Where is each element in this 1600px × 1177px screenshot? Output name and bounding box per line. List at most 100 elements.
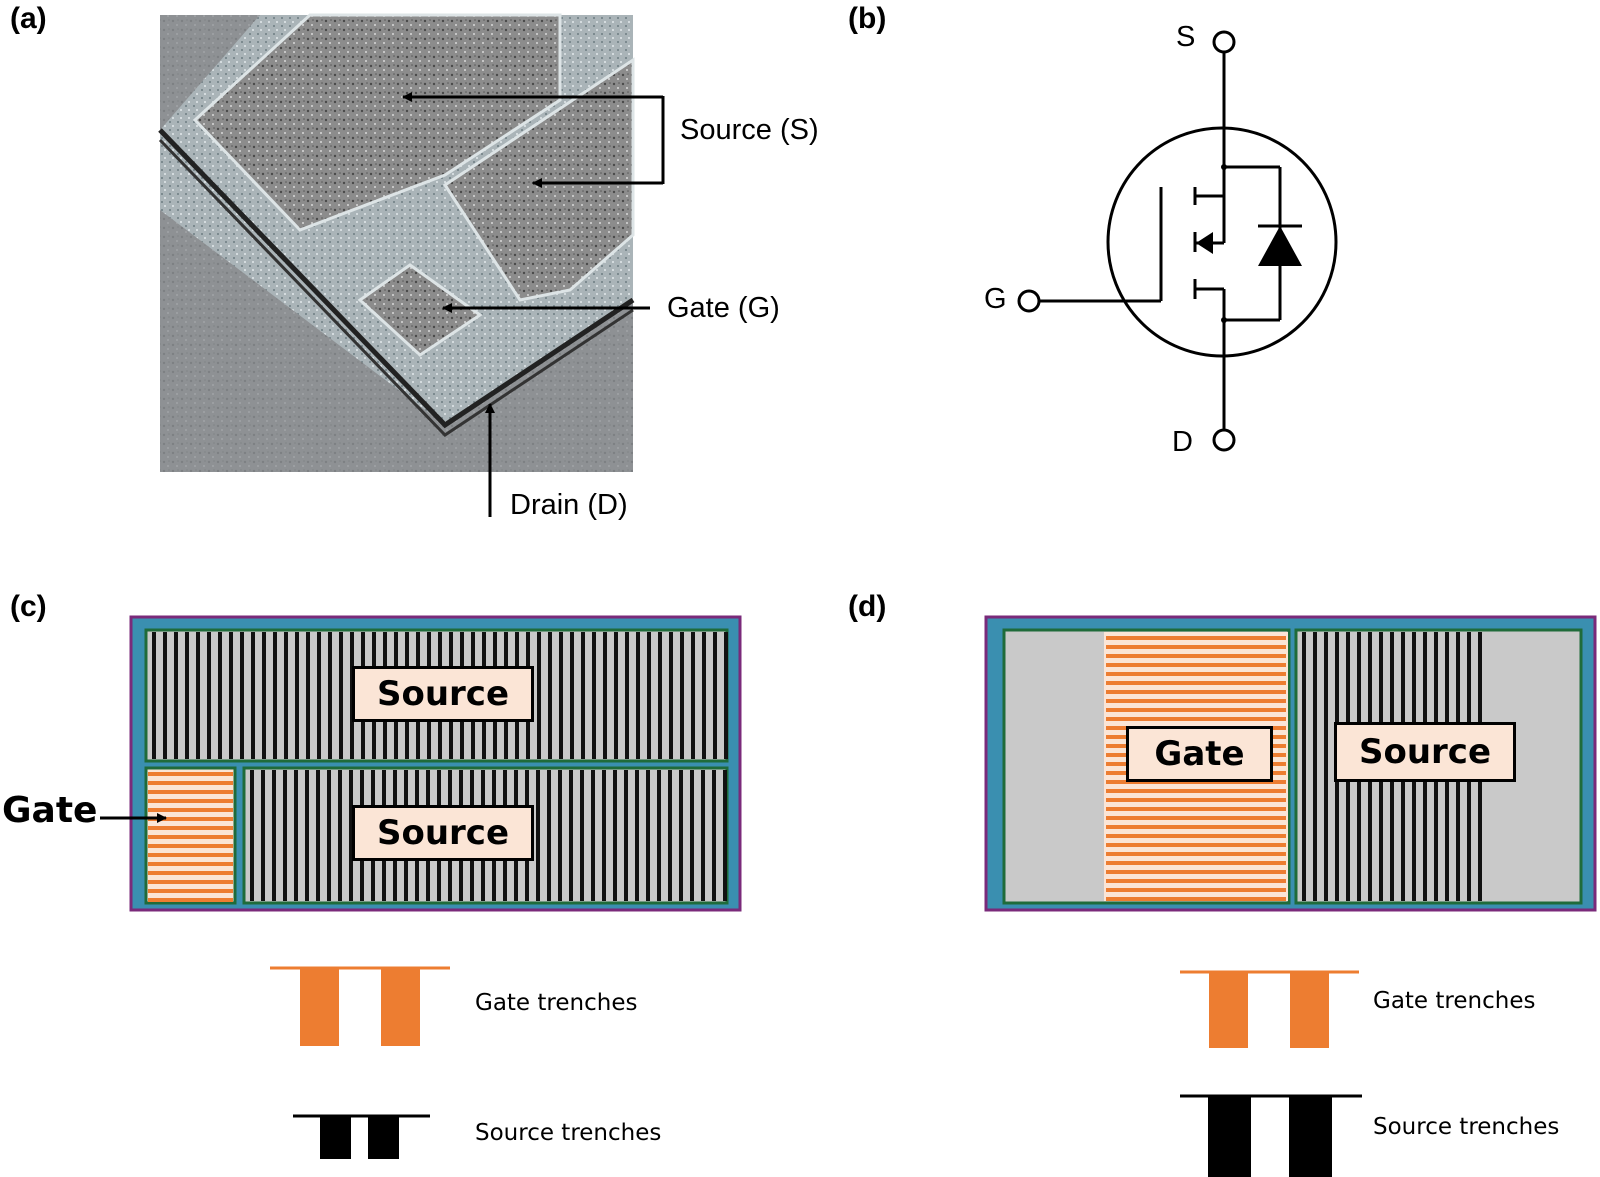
schematic-g-label: G	[984, 283, 1007, 315]
source-trench	[724, 632, 728, 759]
source-trench	[536, 770, 540, 901]
gate-trench	[148, 772, 233, 776]
gate-trench	[1106, 663, 1286, 667]
source-trench	[317, 632, 321, 759]
source-trench	[647, 632, 651, 759]
source-trench	[250, 770, 254, 901]
gate-trench	[1106, 690, 1286, 694]
gate-region	[144, 766, 237, 905]
panel-label-a: (a)	[10, 2, 47, 35]
source-trench	[261, 770, 265, 901]
source-trench	[723, 770, 727, 901]
source-trench	[614, 632, 618, 759]
source-region-top	[144, 628, 729, 763]
legend-c-gate-trenches: Gate trenches	[475, 990, 638, 1016]
source-trench	[625, 632, 629, 759]
schematic-d-label: D	[1172, 426, 1193, 458]
gate-trench	[148, 889, 233, 893]
source-terminal	[1212, 30, 1236, 54]
source-trench	[613, 770, 617, 901]
device-photo	[158, 13, 635, 472]
source-trench	[196, 632, 200, 759]
source-trench	[327, 770, 331, 901]
source-trench	[295, 632, 299, 759]
gate-label: Gate	[1126, 726, 1273, 782]
legend-d-source-trench-icon	[1180, 1094, 1362, 1177]
gate-trench	[1106, 888, 1286, 892]
source-trench	[558, 770, 562, 901]
source-trench	[1313, 632, 1317, 901]
legend-d-gate-trenches: Gate trenches	[1373, 988, 1536, 1014]
legend-c-gate-trench-icon	[270, 966, 450, 1046]
gate-trench	[1106, 780, 1286, 784]
gate-trench	[148, 835, 233, 839]
gate-terminal	[1017, 289, 1041, 313]
source-trench	[646, 770, 650, 901]
source-trench	[284, 632, 288, 759]
panel-label-d: (d)	[848, 590, 887, 623]
source-trench	[570, 632, 574, 759]
gate-trench	[1106, 789, 1286, 793]
source-trench	[305, 770, 309, 901]
source-trench	[152, 632, 156, 759]
drain-terminal	[1212, 428, 1236, 452]
source-trench	[658, 632, 662, 759]
source-trench	[559, 632, 563, 759]
gate-trench	[148, 799, 233, 803]
source-trench	[635, 770, 639, 901]
gate-trench	[1106, 834, 1286, 838]
gate-trench	[1106, 699, 1286, 703]
source-trench	[580, 770, 584, 901]
gate-trench	[1106, 870, 1286, 874]
gate-trench	[148, 781, 233, 785]
gate-trench	[148, 790, 233, 794]
source-trench	[548, 632, 552, 759]
gate-trench	[1106, 654, 1286, 658]
gate-trench	[148, 844, 233, 848]
gate-trench	[1106, 798, 1286, 802]
source-trench	[701, 770, 705, 901]
gate-trench	[1106, 636, 1286, 640]
source-callout	[402, 92, 665, 188]
source-trench	[679, 770, 683, 901]
source-top-label: Source	[352, 666, 534, 722]
source-trench	[294, 770, 298, 901]
drain-annotation: Drain (D)	[510, 489, 628, 521]
source-bottom-label: Source	[352, 805, 534, 861]
mosfet-symbol	[1017, 30, 1338, 452]
gate-trench	[1106, 843, 1286, 847]
source-trench	[229, 632, 233, 759]
gate-trench	[1106, 708, 1286, 712]
legend-d-gate-trench-icon	[1180, 970, 1359, 1048]
source-trench	[316, 770, 320, 901]
panel-label-c: (c)	[10, 590, 47, 623]
source-trench	[1324, 632, 1328, 901]
gate-trench	[1106, 672, 1286, 676]
source-trench	[547, 770, 551, 901]
gate-trench	[148, 853, 233, 857]
diode-triangle	[1258, 226, 1302, 266]
gate-trench	[1106, 816, 1286, 820]
source-trench	[306, 632, 310, 759]
body-arrow	[1196, 232, 1213, 254]
panel-label-b: (b)	[848, 2, 887, 35]
gate-trench	[1106, 681, 1286, 685]
source-trench	[349, 770, 353, 901]
source-trench	[273, 632, 277, 759]
gate-trench	[1106, 645, 1286, 649]
source-trench	[537, 632, 541, 759]
source-trench	[262, 632, 266, 759]
gate-callout-label: Gate	[2, 790, 98, 831]
gate-trench	[1106, 825, 1286, 829]
legend-c-source-trenches: Source trenches	[475, 1120, 662, 1146]
source-trench	[174, 632, 178, 759]
source-trench	[603, 632, 607, 759]
source-trench	[569, 770, 573, 901]
gate-annotation: Gate (G)	[667, 292, 780, 324]
gate-trench	[1106, 897, 1286, 901]
gate-trench	[1106, 861, 1286, 865]
source-trench	[690, 770, 694, 901]
gate-trench	[1106, 852, 1286, 856]
source-trench	[240, 632, 244, 759]
gate-trench	[148, 826, 233, 830]
